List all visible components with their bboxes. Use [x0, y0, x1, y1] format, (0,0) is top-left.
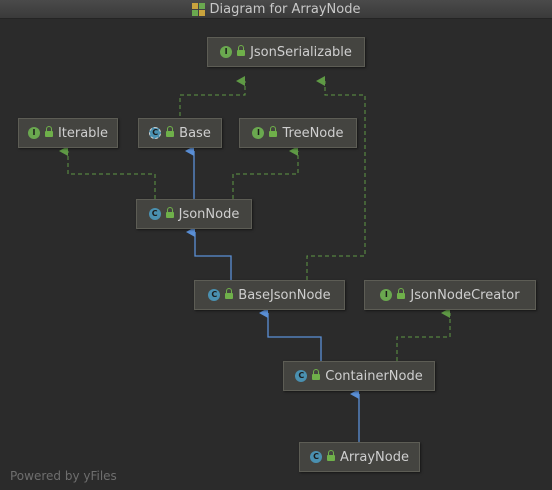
node-label: BaseJsonNode [238, 287, 331, 303]
node-label: JsonSerializable [250, 44, 352, 60]
public-lock-icon [165, 207, 174, 218]
public-lock-icon [312, 369, 321, 380]
node-label: ContainerNode [325, 368, 423, 384]
node-basejsonnode[interactable]: C BaseJsonNode [194, 280, 345, 310]
edge-jsonnode-implements-treenode [232, 146, 299, 199]
node-jsonserializable[interactable]: I JsonSerializable [207, 37, 365, 67]
edge-base-implements-jsonserializable [179, 76, 246, 116]
abstract-class-icon: C [149, 127, 162, 139]
interface-icon: I [220, 46, 233, 58]
diagram-icon [191, 2, 205, 16]
node-label: JsonNode [178, 206, 240, 222]
node-jsonnodecreator[interactable]: I JsonNodeCreator [364, 280, 536, 310]
interface-icon: I [252, 127, 265, 139]
public-lock-icon [327, 450, 336, 461]
edge-basejsonnode-extends-jsonnode [186, 227, 232, 280]
edge-containernode-extends-basejsonnode [259, 308, 322, 361]
class-icon: C [310, 451, 323, 463]
node-arraynode[interactable]: C ArrayNode [299, 442, 420, 472]
edge-jsonnode-implements-iterable [59, 146, 156, 199]
node-label: Base [179, 125, 211, 141]
node-base[interactable]: C Base [138, 118, 222, 148]
class-icon: C [208, 289, 221, 301]
public-lock-icon [397, 288, 406, 299]
node-label: TreeNode [282, 125, 344, 141]
powered-by-label: Powered by yFiles [10, 469, 117, 483]
interface-icon: I [27, 127, 40, 139]
edge-containernode-implements-jsonnodecreator [396, 308, 451, 361]
edge-basejsonnode-implements-jsonserializable [306, 76, 366, 280]
node-containernode[interactable]: C ContainerNode [283, 361, 435, 391]
class-icon: C [295, 370, 308, 382]
edges-layer [59, 76, 451, 442]
public-lock-icon [225, 288, 234, 299]
diagram-canvas[interactable]: I JsonSerializable I Iterable C Base I T… [0, 19, 552, 490]
node-label: ArrayNode [340, 449, 409, 465]
public-lock-icon [44, 126, 53, 137]
node-iterable[interactable]: I Iterable [18, 118, 118, 148]
node-jsonnode[interactable]: C JsonNode [136, 199, 252, 229]
window-title: Diagram for ArrayNode [209, 1, 361, 17]
public-lock-icon [166, 126, 175, 137]
node-label: Iterable [57, 125, 109, 141]
interface-icon: I [380, 289, 393, 301]
public-lock-icon [269, 126, 278, 137]
window-titlebar: Diagram for ArrayNode [0, 0, 552, 19]
public-lock-icon [237, 45, 246, 56]
node-label: JsonNodeCreator [410, 287, 520, 303]
class-icon: C [148, 208, 161, 220]
node-treenode[interactable]: I TreeNode [239, 118, 357, 148]
